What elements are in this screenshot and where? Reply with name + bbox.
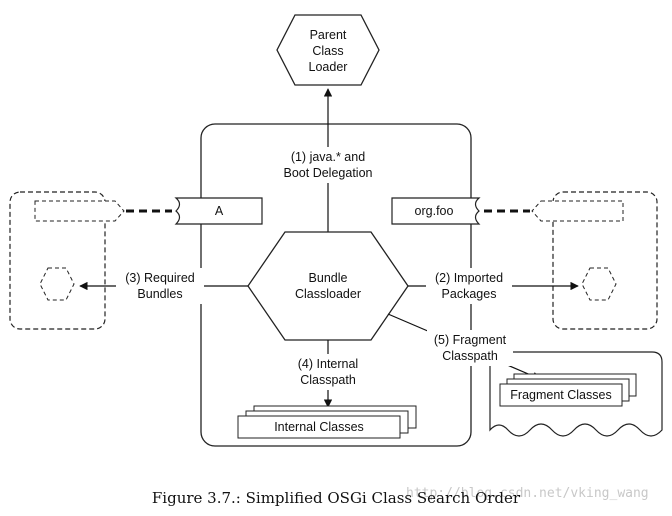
delegation-label-2: Boot Delegation [284, 166, 373, 180]
import-tag-org-foo [391, 197, 481, 225]
imported-label-2: Packages [442, 287, 497, 301]
parent-loader-node [276, 14, 380, 86]
require-tag-A [174, 197, 263, 225]
parent-loader-label-1: Parent [310, 28, 347, 42]
bundle-classloader-label-1: Bundle [309, 271, 348, 285]
imported-label-1: (2) Imported [435, 271, 503, 285]
imported-bundle-box [552, 191, 658, 330]
delegation-label-1: (1) java.* and [291, 150, 365, 164]
internal-cp-label-2: Classpath [300, 373, 356, 387]
imported-bundle-loader-icon [581, 267, 617, 301]
bundle-classloader-label-2: Classloader [295, 287, 361, 301]
internal-classes-label: Internal Classes [274, 420, 364, 434]
require-tag-label: A [215, 204, 224, 218]
watermark: http://blog.csdn.net/vking_wang [406, 486, 649, 501]
parent-loader-label-3: Loader [309, 60, 348, 74]
required-bundle-export-tag [34, 200, 125, 222]
required-bundle-loader-icon [39, 267, 75, 301]
imported-bundle-export-tag [531, 200, 624, 222]
required-label-2: Bundles [137, 287, 182, 301]
import-tag-label: org.foo [415, 204, 454, 218]
fragment-cp-label-1: (5) Fragment [434, 333, 507, 347]
parent-loader-label-2: Class [312, 44, 343, 58]
figure-caption: Figure 3.7.: Simplified OSGi Class Searc… [151, 489, 521, 507]
required-bundle-box [9, 191, 106, 330]
required-label-1: (3) Required [125, 271, 195, 285]
fragment-classes-box [499, 383, 623, 407]
internal-cp-label-1: (4) Internal [298, 357, 358, 371]
internal-classes-box [237, 415, 401, 439]
fragment-classes-label: Fragment Classes [510, 388, 611, 402]
fragment-cp-label-2: Classpath [442, 349, 498, 363]
